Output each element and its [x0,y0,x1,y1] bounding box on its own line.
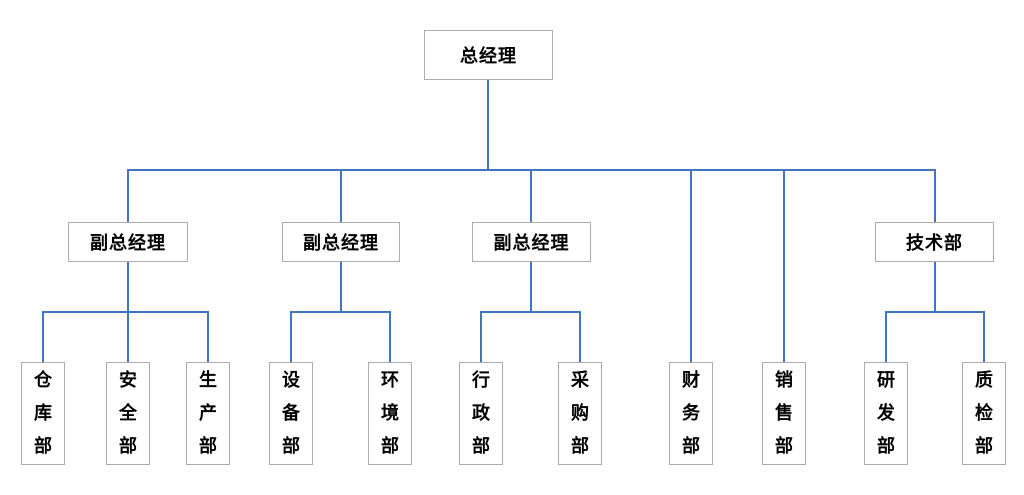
node-dept-finance: 财务部 [669,362,713,465]
connector-line [290,311,391,313]
connector-line [127,311,129,363]
connector-line [885,311,887,363]
node-label: 销售部 [775,370,793,456]
node-dept-production: 生产部 [186,362,230,465]
node-dept-quality: 质检部 [962,362,1006,465]
connector-line [934,169,936,222]
node-deputy-gm-1: 副总经理 [68,222,188,262]
node-dept-safety: 安全部 [106,362,150,465]
node-label: 环境部 [381,370,399,456]
connector-line [579,311,581,363]
connector-line [340,169,342,222]
connector-line [207,311,209,363]
node-label: 设备部 [282,370,300,456]
node-deputy-gm-3: 副总经理 [472,222,591,262]
node-dept-administration: 行政部 [459,362,503,465]
connector-line [934,262,936,312]
node-general-manager: 总经理 [424,30,553,80]
connector-line [127,169,936,171]
node-dept-warehouse: 仓库部 [21,362,65,465]
node-label: 质检部 [975,370,993,456]
node-label: 采购部 [571,370,589,456]
node-label: 技术部 [906,233,963,253]
node-label: 总经理 [460,46,517,66]
connector-line [480,311,581,313]
node-label: 行政部 [472,370,490,456]
node-label: 安全部 [119,370,137,456]
node-label: 生产部 [199,370,217,456]
connector-line [389,311,391,363]
node-label: 副总经理 [493,233,570,253]
connector-line [983,311,985,363]
connector-line [480,311,482,363]
node-dept-rd: 研发部 [864,362,908,465]
connector-line [127,169,129,222]
node-label: 财务部 [682,370,700,456]
connector-line [783,169,785,362]
connector-line [530,169,532,222]
connector-line [885,311,985,313]
node-label: 研发部 [877,370,895,456]
node-label: 副总经理 [303,233,379,253]
node-dept-procurement: 采购部 [558,362,602,465]
node-tech-dept: 技术部 [875,222,994,262]
node-label: 副总经理 [90,233,166,253]
connector-line [690,169,692,362]
node-deputy-gm-2: 副总经理 [282,222,400,262]
node-dept-equipment: 设备部 [269,362,313,465]
connector-line [42,311,209,313]
connector-line [487,80,489,170]
node-label: 仓库部 [34,370,52,456]
connector-line [340,262,342,312]
connector-line [42,311,44,363]
node-dept-sales: 销售部 [762,362,806,465]
connector-line [290,311,292,363]
connector-line [530,262,532,312]
connector-line [127,262,129,312]
node-dept-environment: 环境部 [368,362,412,465]
